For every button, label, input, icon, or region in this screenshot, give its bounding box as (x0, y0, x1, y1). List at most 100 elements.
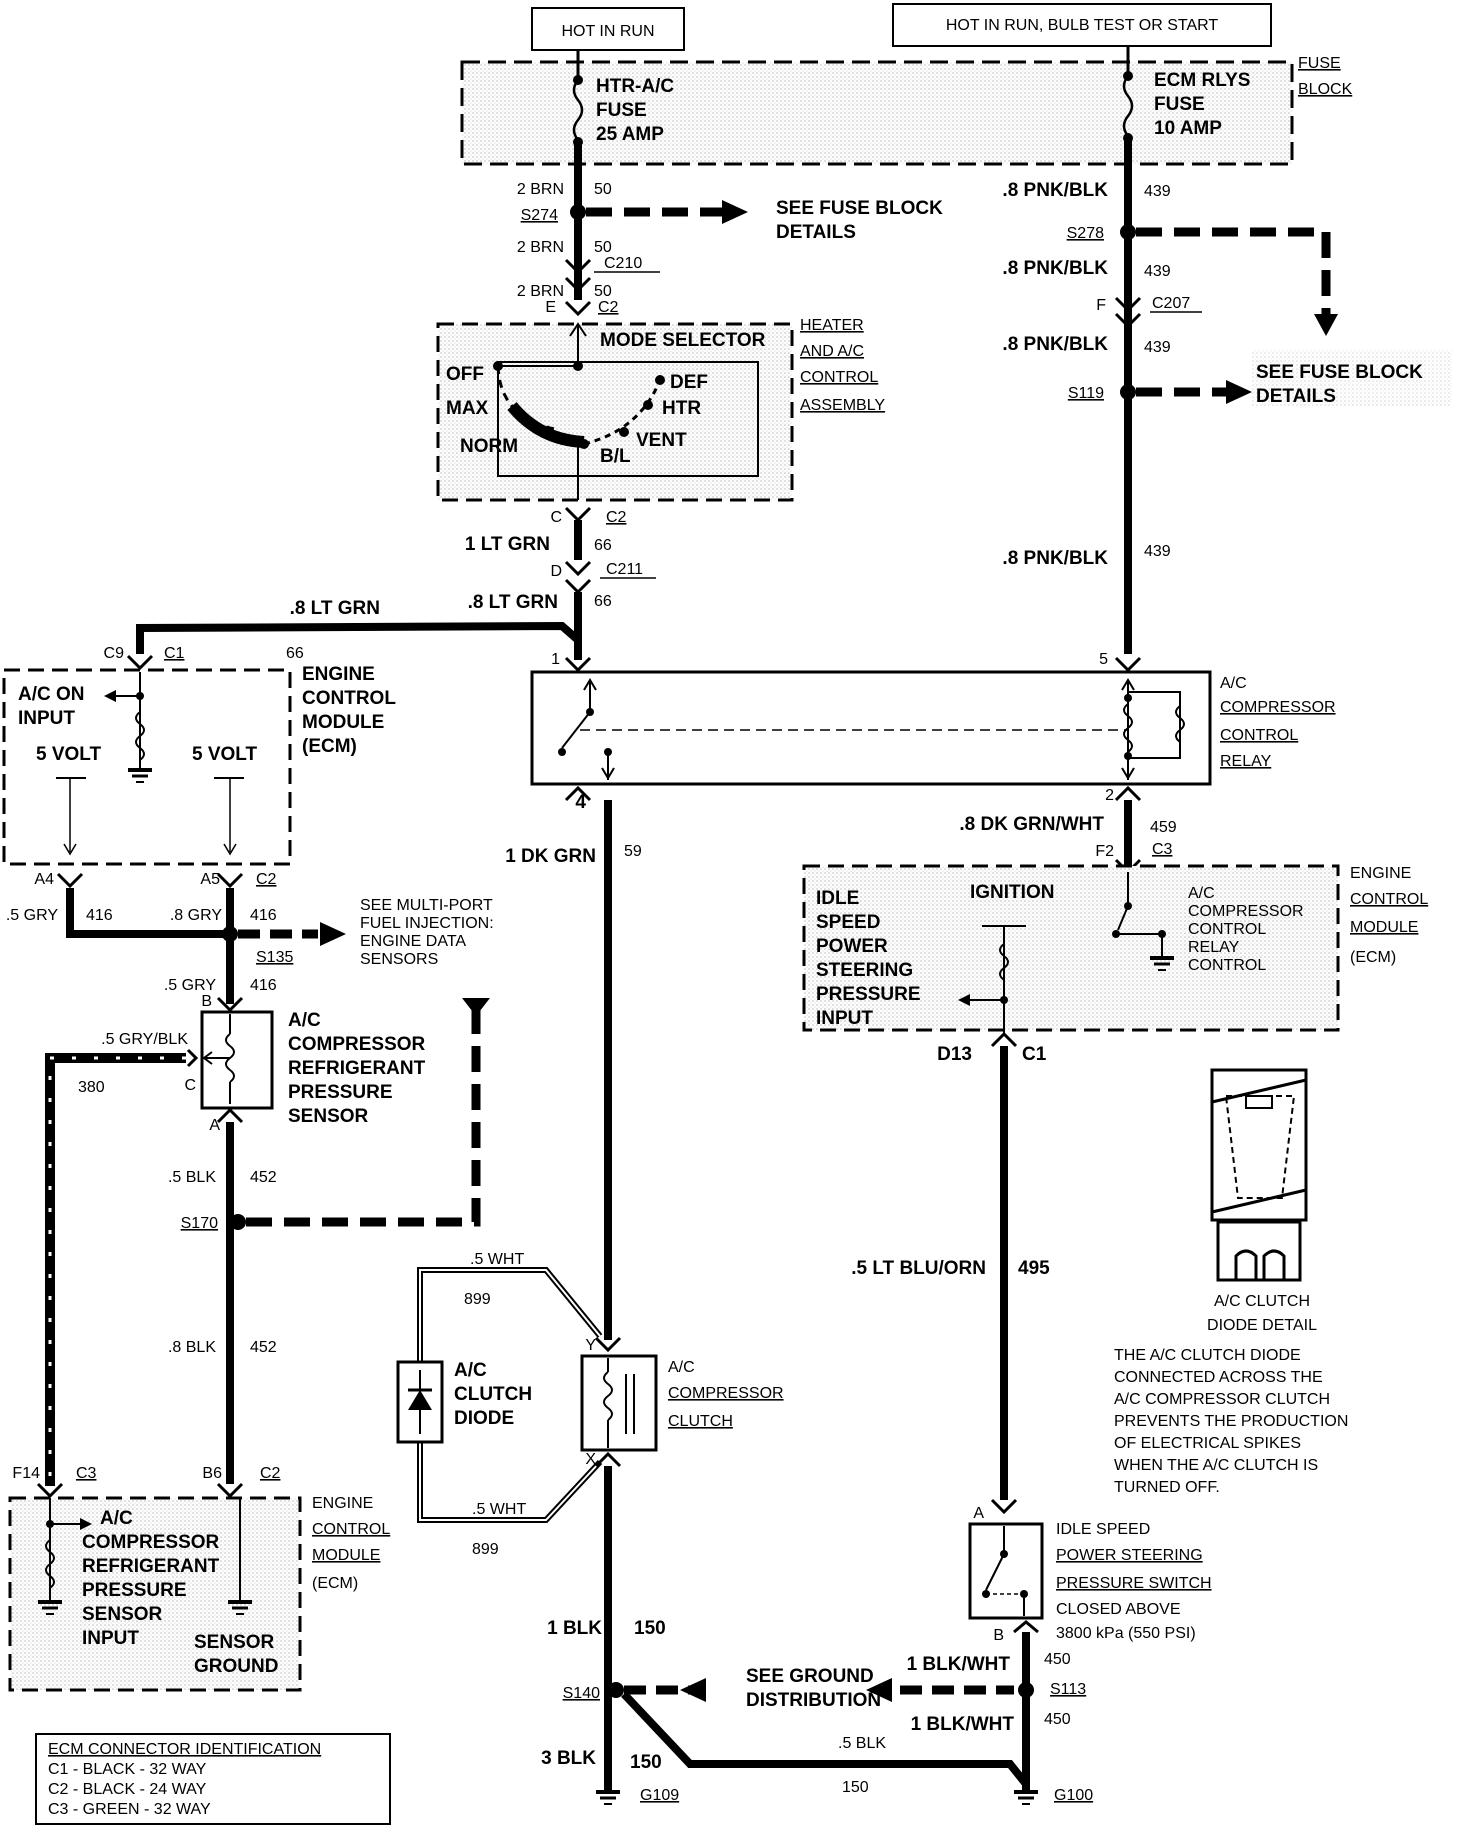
ac-compressor-control-relay: 1 5 A/C COMPRESSOR CONTROL RELAY 4 2 (530, 651, 1336, 813)
svg-text:C2: C2 (598, 299, 619, 316)
svg-text:ECM RLYS: ECM RLYS (1154, 70, 1250, 91)
htr-circuit: 2 BRN 50 S274 SEE FUSE BLOCK DETAILS 2 B… (517, 142, 943, 317)
svg-text:S278: S278 (1067, 225, 1104, 242)
svg-text:SEE FUSE BLOCK: SEE FUSE BLOCK (776, 198, 943, 219)
svg-text:S135: S135 (256, 949, 293, 966)
svg-text:D13: D13 (937, 1044, 972, 1065)
svg-text:A/C COMPRESSOR CLUTCH: A/C COMPRESSOR CLUTCH (1114, 1391, 1330, 1408)
svg-text:380: 380 (78, 1079, 105, 1096)
svg-text:WHEN THE A/C CLUTCH IS: WHEN THE A/C CLUTCH IS (1114, 1457, 1318, 1474)
svg-text:FUSE: FUSE (1154, 94, 1205, 115)
lt-grn-circuit: C C2 1 LT GRN 66 D C211 .8 LT GRN 66 .8 … (136, 506, 656, 660)
svg-text:CONTROL: CONTROL (1188, 921, 1266, 938)
svg-text:A/C: A/C (454, 1360, 487, 1381)
svg-text:C2: C2 (606, 509, 627, 526)
svg-text:495: 495 (1018, 1258, 1050, 1279)
svg-text:S274: S274 (521, 207, 558, 224)
svg-text:MODULE: MODULE (312, 1547, 380, 1564)
svg-text:C: C (550, 509, 562, 526)
svg-text:B: B (201, 993, 212, 1010)
splice-s140 (608, 1682, 624, 1698)
svg-text:416: 416 (86, 907, 113, 924)
svg-text:(ECM): (ECM) (1350, 949, 1396, 966)
svg-text:439: 439 (1144, 543, 1171, 560)
splice-s135 (222, 926, 238, 942)
ground-g100 (1014, 1790, 1038, 1805)
svg-text:REFRIGERANT: REFRIGERANT (288, 1058, 426, 1079)
svg-text:HOT IN RUN: HOT IN RUN (561, 23, 654, 40)
ecm-connector-identification: ECM CONNECTOR IDENTIFICATION C1 - BLACK … (35, 1733, 391, 1825)
svg-text:C2 - BLACK - 24 WAY: C2 - BLACK - 24 WAY (48, 1781, 207, 1798)
svg-text:SPEED: SPEED (816, 912, 880, 933)
svg-text:OFF: OFF (446, 364, 484, 385)
svg-text:2 BRN: 2 BRN (517, 283, 564, 300)
svg-text:COMPRESSOR: COMPRESSOR (82, 1532, 220, 1553)
svg-text:150: 150 (630, 1752, 662, 1773)
svg-text:MODULE: MODULE (1350, 919, 1418, 936)
svg-text:HEATER: HEATER (800, 317, 864, 334)
svg-text:CONTROL: CONTROL (1350, 891, 1428, 908)
svg-text:.8 PNK/BLK: .8 PNK/BLK (1002, 258, 1108, 279)
svg-text:899: 899 (464, 1291, 491, 1308)
svg-text:450: 450 (1044, 1711, 1071, 1728)
ecm-top-left: C9 C1 66 A/C ON INPUT 5 VOLT 5 VOLT ENGI… (2, 645, 396, 889)
svg-text:.8 DK GRN/WHT: .8 DK GRN/WHT (959, 814, 1104, 835)
svg-text:G100: G100 (1054, 1787, 1093, 1804)
svg-text:RELAY: RELAY (1188, 939, 1240, 956)
svg-text:(ECM): (ECM) (312, 1575, 358, 1592)
svg-text:ASSEMBLY: ASSEMBLY (800, 397, 885, 414)
svg-text:452: 452 (250, 1339, 277, 1356)
svg-text:IDLE: IDLE (816, 888, 859, 909)
svg-text:Y: Y (585, 1337, 596, 1354)
svg-text:FUSE: FUSE (596, 100, 647, 121)
svg-text:G109: G109 (640, 1787, 679, 1804)
svg-text:.8 BLK: .8 BLK (168, 1339, 216, 1356)
svg-text:MODE SELECTOR: MODE SELECTOR (600, 330, 766, 351)
svg-text:GROUND: GROUND (194, 1656, 278, 1677)
ecm-rlys-fuse: ECM RLYS FUSE 10 AMP (1122, 46, 1250, 143)
svg-text:A5: A5 (200, 871, 220, 888)
svg-text:CLOSED ABOVE: CLOSED ABOVE (1056, 1601, 1181, 1618)
svg-text:.5 GRY/BLK: .5 GRY/BLK (101, 1031, 188, 1048)
svg-text:50: 50 (594, 181, 612, 198)
svg-text:C1: C1 (1022, 1044, 1047, 1065)
svg-text:A: A (209, 1117, 220, 1134)
svg-text:C210: C210 (604, 255, 642, 272)
svg-text:F14: F14 (12, 1465, 40, 1482)
svg-text:C1 - BLACK - 32 WAY: C1 - BLACK - 32 WAY (48, 1761, 207, 1778)
svg-text:VENT: VENT (636, 430, 687, 451)
svg-text:66: 66 (594, 537, 612, 554)
svg-text:B: B (993, 1627, 1004, 1644)
svg-text:C211: C211 (606, 561, 643, 578)
svg-text:INPUT: INPUT (816, 1008, 873, 1029)
svg-text:COMPRESSOR: COMPRESSOR (288, 1034, 426, 1055)
svg-text:MODULE: MODULE (302, 712, 384, 733)
svg-text:5 VOLT: 5 VOLT (192, 744, 257, 765)
svg-text:ENGINE DATA: ENGINE DATA (360, 933, 466, 950)
svg-text:INPUT: INPUT (82, 1628, 139, 1649)
ground-g109 (596, 1790, 620, 1805)
svg-text:DETAILS: DETAILS (776, 222, 856, 243)
svg-text:POWER STEERING: POWER STEERING (1056, 1547, 1203, 1564)
svg-text:SENSOR: SENSOR (288, 1106, 369, 1127)
svg-text:RELAY: RELAY (1220, 753, 1272, 770)
svg-text:150: 150 (842, 1779, 869, 1796)
svg-text:ECM CONNECTOR IDENTIFICATION: ECM CONNECTOR IDENTIFICATION (48, 1741, 321, 1758)
svg-text:25 AMP: 25 AMP (596, 124, 664, 145)
svg-text:COMPRESSOR: COMPRESSOR (1220, 699, 1336, 716)
svg-text:COMPRESSOR: COMPRESSOR (668, 1385, 784, 1402)
svg-text:.5 LT BLU/ORN: .5 LT BLU/ORN (851, 1258, 986, 1279)
svg-text:COMPRESSOR: COMPRESSOR (1188, 903, 1304, 920)
svg-text:A/C: A/C (1220, 675, 1247, 692)
svg-text:(ECM): (ECM) (302, 736, 357, 757)
svg-text:PRESSURE: PRESSURE (816, 984, 921, 1005)
svg-text:4: 4 (575, 792, 586, 813)
svg-text:C207: C207 (1152, 295, 1190, 312)
svg-text:439: 439 (1144, 183, 1171, 200)
splice-s274 (570, 204, 586, 220)
svg-text:HTR: HTR (662, 398, 701, 419)
svg-text:IGNITION: IGNITION (970, 882, 1054, 903)
svg-text:A/C ON: A/C ON (18, 684, 85, 705)
svg-text:CLUTCH: CLUTCH (454, 1384, 532, 1405)
